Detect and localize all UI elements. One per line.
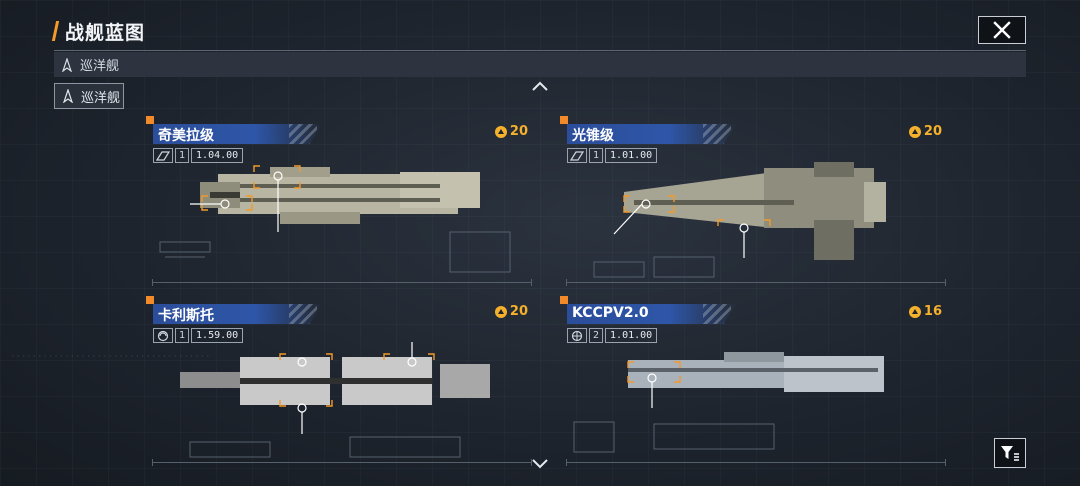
card-corner-marker bbox=[560, 116, 568, 124]
card-baseline bbox=[566, 459, 946, 466]
ship-stat-value: 1.01.00 bbox=[605, 328, 658, 343]
ship-name: 光锥级 bbox=[572, 128, 614, 144]
blueprint-card[interactable]: 光锥级 1 1.01.00 20 bbox=[560, 116, 948, 290]
scroll-down-chevron-icon[interactable] bbox=[530, 457, 550, 469]
blueprint-token-icon bbox=[494, 125, 507, 138]
cost-value: 20 bbox=[509, 124, 528, 139]
header-divider bbox=[54, 50, 1026, 51]
ship-stats: 2 1.01.00 bbox=[567, 328, 658, 343]
ship-level: 1 bbox=[175, 328, 190, 343]
ship-schematic-image bbox=[593, 162, 886, 278]
cruiser-class-icon bbox=[63, 89, 73, 103]
card-name-banner bbox=[567, 304, 737, 324]
header-accent bbox=[51, 21, 60, 41]
card-name-banner bbox=[153, 304, 323, 324]
blueprint-token-icon bbox=[908, 125, 921, 138]
ship-name: KCCPV2.0 bbox=[572, 305, 649, 321]
card-baseline bbox=[152, 279, 532, 286]
ship-stat-value: 1.04.00 bbox=[191, 148, 244, 163]
card-name-banner bbox=[567, 124, 737, 144]
ship-schematic-image bbox=[180, 342, 490, 458]
missile-icon bbox=[567, 148, 587, 163]
card-corner-marker bbox=[146, 296, 154, 304]
build-cost: 20 bbox=[908, 124, 942, 139]
card-name-banner bbox=[153, 124, 323, 144]
ship-stat-value: 1.59.00 bbox=[191, 328, 244, 343]
close-icon bbox=[993, 21, 1011, 39]
cost-value: 16 bbox=[923, 304, 942, 319]
ship-schematic-image bbox=[573, 352, 884, 453]
blueprint-token-icon bbox=[494, 305, 507, 318]
ship-stats: 1 1.59.00 bbox=[153, 328, 244, 343]
background-decoration: ····································· bbox=[10, 352, 211, 362]
ship-name: 卡利斯托 bbox=[158, 308, 214, 324]
ship-name: 奇美拉级 bbox=[158, 128, 214, 144]
card-corner-marker bbox=[560, 296, 568, 304]
ship-schematic-image bbox=[159, 165, 511, 273]
cruiser-class-icon bbox=[62, 57, 72, 72]
blueprint-card[interactable]: 奇美拉级 1 1.04.00 20 bbox=[146, 116, 534, 290]
blueprint-token-icon bbox=[908, 305, 921, 318]
blueprint-card[interactable]: KCCPV2.0 2 1.01.00 16 bbox=[560, 296, 948, 470]
current-filter-bar: 巡洋舰 bbox=[54, 52, 1026, 77]
ship-level: 1 bbox=[175, 148, 190, 163]
card-baseline bbox=[566, 279, 946, 286]
filter-button[interactable] bbox=[994, 438, 1026, 468]
card-baseline bbox=[152, 459, 532, 466]
globe-icon bbox=[567, 328, 587, 343]
blueprint-card[interactable]: 卡利斯托 1 1.59.00 20 bbox=[146, 296, 534, 470]
ship-stat-value: 1.01.00 bbox=[605, 148, 658, 163]
missile-icon bbox=[153, 148, 173, 163]
scroll-up-chevron-icon[interactable] bbox=[530, 80, 550, 92]
card-corner-marker bbox=[146, 116, 154, 124]
ship-stats: 1 1.04.00 bbox=[153, 148, 244, 163]
ship-stats: 1 1.01.00 bbox=[567, 148, 658, 163]
tab-cruiser[interactable]: 巡洋舰 bbox=[54, 83, 124, 109]
filter-icon bbox=[1001, 446, 1019, 461]
build-cost: 20 bbox=[494, 304, 528, 319]
swirl-icon bbox=[153, 328, 173, 343]
close-button[interactable] bbox=[978, 16, 1026, 44]
tab-cruiser-label: 巡洋舰 bbox=[81, 90, 121, 106]
build-cost: 16 bbox=[908, 304, 942, 319]
page-header: 战舰蓝图 bbox=[51, 16, 146, 46]
ship-level: 1 bbox=[589, 148, 604, 163]
current-filter-label: 巡洋舰 bbox=[80, 59, 120, 74]
cost-value: 20 bbox=[509, 304, 528, 319]
cost-value: 20 bbox=[923, 124, 942, 139]
page-title: 战舰蓝图 bbox=[65, 21, 146, 44]
ship-level: 2 bbox=[589, 328, 604, 343]
build-cost: 20 bbox=[494, 124, 528, 139]
